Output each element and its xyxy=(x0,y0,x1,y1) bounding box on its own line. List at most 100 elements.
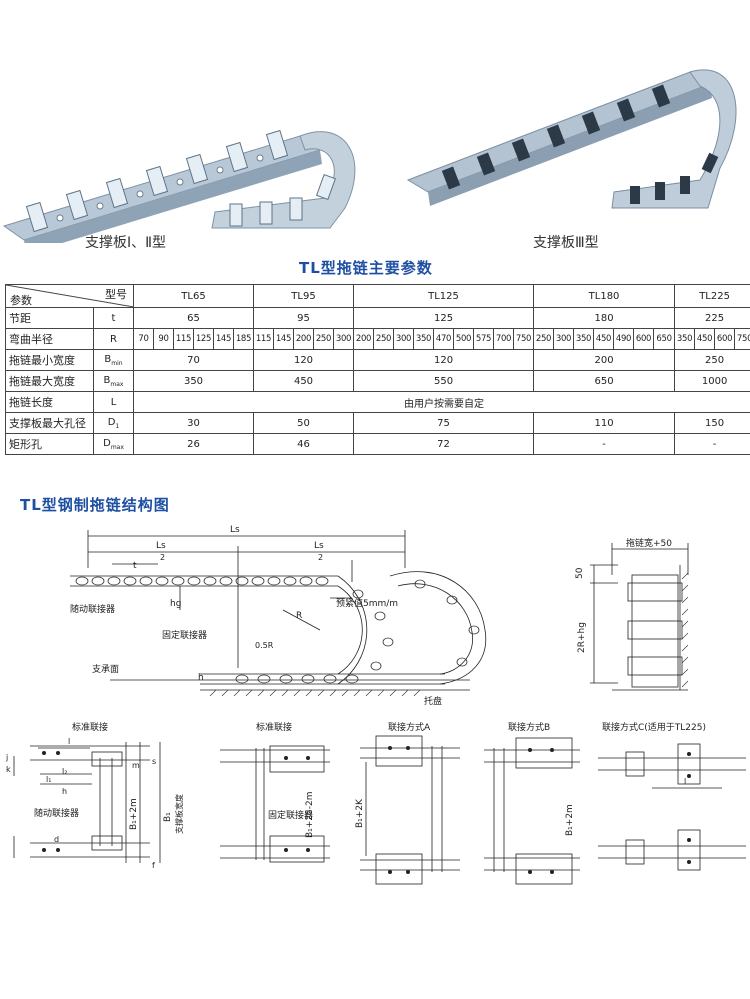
radius-cell: 185 xyxy=(233,328,254,350)
table-cell: 1000 xyxy=(674,370,750,392)
row-symbol: Bmin xyxy=(93,349,134,371)
table-cell: 150 xyxy=(674,412,750,434)
corner-cell: 参数 型号 xyxy=(5,284,134,308)
conn-type-a-label: 联接方式A xyxy=(388,721,431,733)
table-cell: 72 xyxy=(353,433,535,455)
conn-standard-2-label: 标准联接 xyxy=(256,721,292,733)
radius-cell: 350 xyxy=(674,328,696,350)
table-cell: 110 xyxy=(533,412,676,434)
radius-cell: 115 xyxy=(173,328,194,350)
corner-param-label: 参数 xyxy=(10,294,32,307)
conn-dim-b1-2k: B₁+2K xyxy=(355,798,365,828)
row-label: 弯曲半径 xyxy=(5,328,94,350)
radius-cell: 750 xyxy=(513,328,535,350)
table-cell: 46 xyxy=(252,433,355,455)
preload-label: 预紧值5mm/m xyxy=(336,597,398,609)
row-symbol: Dmax xyxy=(93,433,134,455)
dim-ls: Ls xyxy=(230,525,240,535)
left-photo-caption: 支撑板Ⅰ、Ⅱ型 xyxy=(85,235,167,251)
table-cell: 26 xyxy=(133,433,254,455)
model-tl180: TL180 xyxy=(533,284,676,308)
radius-cell: 450 xyxy=(593,328,615,350)
conn-d-label: d xyxy=(54,835,59,844)
radius-cell: 575 xyxy=(473,328,495,350)
table-cell: - xyxy=(533,433,676,455)
radius-cell: 500 xyxy=(453,328,475,350)
radius-cell: 350 xyxy=(413,328,435,350)
model-tl65: TL65 xyxy=(133,284,254,308)
radius-cell: 250 xyxy=(373,328,395,350)
radius-cell: 250 xyxy=(533,328,555,350)
dim-r: R xyxy=(296,611,302,621)
radius-cell: 490 xyxy=(613,328,635,350)
radius-cell: 450 xyxy=(694,328,716,350)
radius-cell: 350 xyxy=(573,328,595,350)
photo-drag-chains xyxy=(2,69,737,243)
conn-fixed-connector: 固定联接器 xyxy=(268,809,313,821)
row-symbol: t xyxy=(93,307,134,329)
table-cell: 180 xyxy=(533,307,676,329)
table-cell: 75 xyxy=(353,412,535,434)
dim-ls-half-2: Ls xyxy=(314,541,324,551)
radius-cell: 300 xyxy=(332,328,355,350)
conn-l-label: l xyxy=(68,737,70,746)
table-cell: 125 xyxy=(353,307,535,329)
table-row-max-width: 拖链最大宽度 Bmax 350 450 550 650 1000 xyxy=(5,370,750,392)
parameter-table: 参数 型号 TL65 TL95 TL125 TL180 TL225 节距 t 6… xyxy=(5,284,750,455)
model-tl125: TL125 xyxy=(353,284,535,308)
conn-l2-label: l₂ xyxy=(62,767,67,776)
row-symbol: R xyxy=(93,328,134,350)
end-dim-height: 2R+hg xyxy=(577,622,587,653)
conn-l1-label: l₁ xyxy=(46,775,51,784)
conn-standard-1-label: 标准联接 xyxy=(72,721,108,733)
table-cell: 450 xyxy=(252,370,355,392)
connection-diagrams: 标准联接 l j k l₂ l₁ h m s f d 随动联接器 B₁+2m B… xyxy=(5,721,746,885)
support-surface-label: 支承面 xyxy=(92,663,119,675)
row-label: 拖链最小宽度 xyxy=(5,349,94,371)
table-cell: 30 xyxy=(133,412,254,434)
conn-dim-b1: B₁ xyxy=(163,812,173,822)
conn-support-width: 支撑板宽度 xyxy=(174,794,184,834)
conn-type-c-label: 联接方式C(适用于TL225) xyxy=(602,721,706,733)
row-symbol: L xyxy=(93,391,134,413)
table-cell: - xyxy=(674,433,750,455)
table-cell: 50 xyxy=(252,412,355,434)
table-cell: 由用户按需要自定 xyxy=(132,391,750,413)
right-photo-caption: 支撑板Ⅲ型 xyxy=(533,235,599,251)
conn-s-label: s xyxy=(152,757,156,766)
radius-cell: 750 xyxy=(734,328,750,350)
dim-offset: 0.5R xyxy=(255,641,274,650)
table-row-length: 拖链长度 L 由用户按需要自定 xyxy=(5,391,750,413)
table-row-pitch: 节距 t 65 95 125 180 225 xyxy=(5,307,750,329)
radius-cell: 200 xyxy=(353,328,375,350)
fixed-connector-label: 固定联接器 xyxy=(162,629,207,641)
table-cell: 120 xyxy=(252,349,355,371)
moving-connector-label: 随动联接器 xyxy=(70,603,115,615)
chain-photo-type-1-2 xyxy=(2,129,356,243)
radius-cell: 250 xyxy=(313,328,334,350)
row-symbol: Bmax xyxy=(93,370,134,392)
radius-cell: 90 xyxy=(153,328,174,350)
row-symbol: D1 xyxy=(93,412,134,434)
radius-cell: 125 xyxy=(193,328,214,350)
table-cell: 120 xyxy=(353,349,535,371)
model-tl225: TL225 xyxy=(674,284,750,308)
conn-dim-b1-2m-b: B₁+2m xyxy=(565,804,575,836)
conn-moving-connector: 随动联接器 xyxy=(34,807,79,819)
radius-cell: 145 xyxy=(273,328,294,350)
header-row: 参数 型号 TL65 TL95 TL125 TL180 TL225 xyxy=(5,284,750,308)
radius-cell: 600 xyxy=(714,328,736,350)
row-label: 拖链最大宽度 xyxy=(5,370,94,392)
end-dim-50: 50 xyxy=(575,567,585,579)
radius-cell: 145 xyxy=(213,328,234,350)
table-row-min-width: 拖链最小宽度 Bmin 70 120 120 200 250 xyxy=(5,349,750,371)
side-view-diagram: Ls Ls 2 Ls 2 t hg R h 0.5R 预紧值5mm/m 随动联接… xyxy=(70,525,487,707)
conn-k-label: k xyxy=(6,765,11,774)
model-tl95: TL95 xyxy=(252,284,355,308)
conn-dim-b1-25-2m: B₁+25-2m xyxy=(305,791,315,838)
structure-title: TL型钢制拖链结构图 xyxy=(20,496,170,514)
end-view-diagram: 拖链宽+50 50 2R+hg xyxy=(575,537,689,691)
tray-label: 托盘 xyxy=(424,695,442,707)
table-row-max-hole: 支撑板最大孔径 D1 30 50 75 110 150 xyxy=(5,412,750,434)
